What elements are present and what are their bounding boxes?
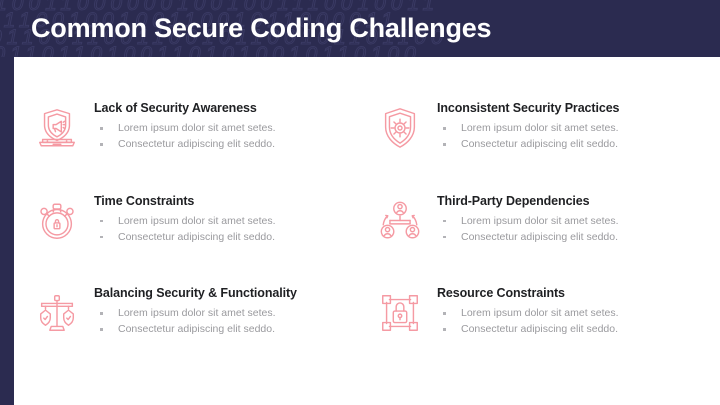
challenge-text: Time Constraints Lorem ipsum dolor sit a…: [86, 190, 363, 245]
slide-title: Common Secure Coding Challenges: [31, 13, 492, 43]
challenge-text: Third-Party Dependencies Lorem ipsum dol…: [429, 190, 706, 245]
binary-row: 1100110000001001001110010011: [0, 0, 440, 16]
challenges-grid: Lack of Security Awareness Lorem ipsum d…: [14, 57, 720, 405]
bullet-item: Lorem ipsum dolor sit amet setes.: [437, 305, 706, 321]
challenge-title: Third-Party Dependencies: [437, 193, 590, 208]
challenge-text: Lack of Security Awareness Lorem ipsum d…: [86, 97, 363, 152]
challenge-bullets: Lorem ipsum dolor sit amet setes. Consec…: [94, 120, 363, 152]
challenge-text: Resource Constraints Lorem ipsum dolor s…: [429, 282, 706, 337]
shield-gear-icon: [371, 99, 429, 157]
challenge-title: Inconsistent Security Practices: [437, 101, 620, 115]
bullet-item: Lorem ipsum dolor sit amet setes.: [437, 213, 706, 229]
bullet-item: Lorem ipsum dolor sit amet setes.: [94, 120, 363, 136]
challenge-bullets: Lorem ipsum dolor sit amet setes. Consec…: [94, 305, 363, 337]
challenge-bullets: Lorem ipsum dolor sit amet setes. Consec…: [437, 213, 706, 245]
bullet-item: Consectetur adipiscing elit seddo.: [94, 321, 363, 337]
bullet-item: Consectetur adipiscing elit seddo.: [437, 229, 706, 245]
challenge-title: Resource Constraints: [437, 286, 565, 301]
challenge-item-time-constraints: Time Constraints Lorem ipsum dolor sit a…: [28, 190, 363, 283]
content-card: Lack of Security Awareness Lorem ipsum d…: [14, 57, 720, 405]
challenge-item-inconsistent-security-practices: Inconsistent Security Practices Lorem ip…: [371, 97, 706, 190]
bullet-item: Consectetur adipiscing elit seddo.: [437, 136, 706, 152]
challenge-bullets: Lorem ipsum dolor sit amet setes. Consec…: [94, 213, 363, 245]
slide-header: 1100110000001001001110010011 00111100100…: [0, 0, 720, 57]
challenge-title: Balancing Security & Functionality: [94, 286, 297, 301]
bullet-item: Lorem ipsum dolor sit amet setes.: [94, 213, 363, 229]
binary-row: 1001101101001101010010110100: [0, 43, 421, 58]
challenge-item-resource-constraints: Resource Constraints Lorem ipsum dolor s…: [371, 282, 706, 375]
challenge-item-third-party-dependencies: Third-Party Dependencies Lorem ipsum dol…: [371, 190, 706, 283]
bullet-item: Consectetur adipiscing elit seddo.: [94, 136, 363, 152]
challenge-bullets: Lorem ipsum dolor sit amet setes. Consec…: [437, 305, 706, 337]
challenge-text: Inconsistent Security Practices Lorem ip…: [429, 97, 706, 152]
bullet-item: Lorem ipsum dolor sit amet setes.: [94, 305, 363, 321]
shield-megaphone-laptop-icon: [28, 99, 86, 157]
balance-scale-shields-icon: [28, 284, 86, 342]
challenge-bullets: Lorem ipsum dolor sit amet setes. Consec…: [437, 120, 706, 152]
challenge-item-balancing-security-and-functionality: Balancing Security & Functionality Lorem…: [28, 282, 363, 375]
challenge-title: Lack of Security Awareness: [94, 101, 257, 115]
lock-bounding-box-icon: [371, 284, 429, 342]
bullet-item: Consectetur adipiscing elit seddo.: [437, 321, 706, 337]
bullet-item: Lorem ipsum dolor sit amet setes.: [437, 120, 706, 136]
binary-code-pattern: 1100110000001001001110010011 00111100100…: [0, 0, 720, 57]
stopwatch-lock-icon: [28, 192, 86, 250]
binary-row: 0110011001100101100101101100: [0, 26, 448, 50]
challenge-title: Time Constraints: [94, 193, 195, 208]
bullet-item: Consectetur adipiscing elit seddo.: [94, 229, 363, 245]
people-network-icon: [371, 192, 429, 250]
challenge-text: Balancing Security & Functionality Lorem…: [86, 282, 363, 337]
challenge-item-lack-of-security-awareness: Lack of Security Awareness Lorem ipsum d…: [28, 97, 363, 190]
